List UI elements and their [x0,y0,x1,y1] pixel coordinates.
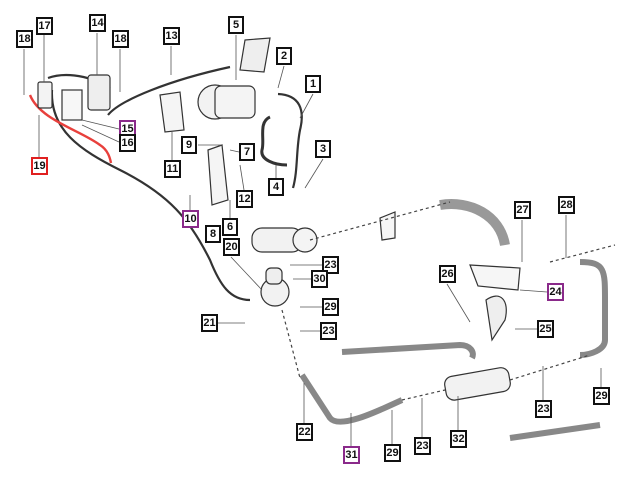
bracket-6 [207,144,229,206]
callout-part-5[interactable]: 5 [228,16,244,34]
pipe-28 [579,259,608,358]
callout-part-4[interactable]: 4 [268,178,284,196]
callout-part-29[interactable]: 29 [322,298,339,316]
callout-part-23[interactable]: 23 [535,400,552,418]
callout-part-13[interactable]: 13 [163,27,180,45]
pipe-bottom [509,422,601,441]
pipe-upper [341,341,476,360]
callout-part-2[interactable]: 2 [276,47,292,65]
callout-part-29[interactable]: 29 [384,444,401,462]
callout-part-7[interactable]: 7 [239,143,255,161]
callout-part-31[interactable]: 31 [343,446,360,464]
callout-part-30[interactable]: 30 [311,270,328,288]
valve-17 [37,81,53,109]
callout-part-25[interactable]: 25 [537,320,554,338]
callout-part-28[interactable]: 28 [558,196,575,214]
callout-part-27[interactable]: 27 [514,201,531,219]
bracket-15-16 [61,89,83,121]
valve-14 [87,74,111,111]
vacuum-hose-long [50,89,251,302]
callout-part-12[interactable]: 12 [236,190,253,208]
callout-part-3[interactable]: 3 [315,140,331,158]
callout-part-18[interactable]: 18 [16,30,33,48]
callout-part-26[interactable]: 26 [439,265,456,283]
callout-part-24[interactable]: 24 [547,283,564,301]
callout-part-16[interactable]: 16 [119,134,136,152]
callout-part-23[interactable]: 23 [320,322,337,340]
callout-part-9[interactable]: 9 [181,136,197,154]
callout-part-21[interactable]: 21 [201,314,218,332]
shield-5 [239,37,271,73]
callout-part-18[interactable]: 18 [112,30,129,48]
callout-part-19[interactable]: 19 [31,157,48,175]
callout-part-20[interactable]: 20 [223,238,240,256]
elbow-pipe [439,199,510,247]
red-hose-19 [28,94,113,164]
clamp-25 [485,295,507,342]
gasket-top [379,211,396,241]
callout-part-1[interactable]: 1 [305,75,321,93]
callout-part-17[interactable]: 17 [36,17,53,35]
bracket-11 [159,91,185,133]
callout-part-23[interactable]: 23 [414,437,431,455]
egr-cooler-32 [444,367,511,401]
callout-part-8[interactable]: 8 [205,225,221,243]
callout-part-29[interactable]: 29 [593,387,610,405]
pipe-4 [260,115,288,167]
callout-part-14[interactable]: 14 [89,14,106,32]
callout-part-22[interactable]: 22 [296,423,313,441]
hose-1 [277,92,303,189]
callout-part-23[interactable]: 23 [322,256,339,274]
callout-part-10[interactable]: 10 [182,210,199,228]
bracket-24 [469,264,521,291]
callout-part-11[interactable]: 11 [164,160,181,178]
callout-part-32[interactable]: 32 [450,430,467,448]
pipe-31 [299,373,404,425]
callout-part-6[interactable]: 6 [222,218,238,236]
